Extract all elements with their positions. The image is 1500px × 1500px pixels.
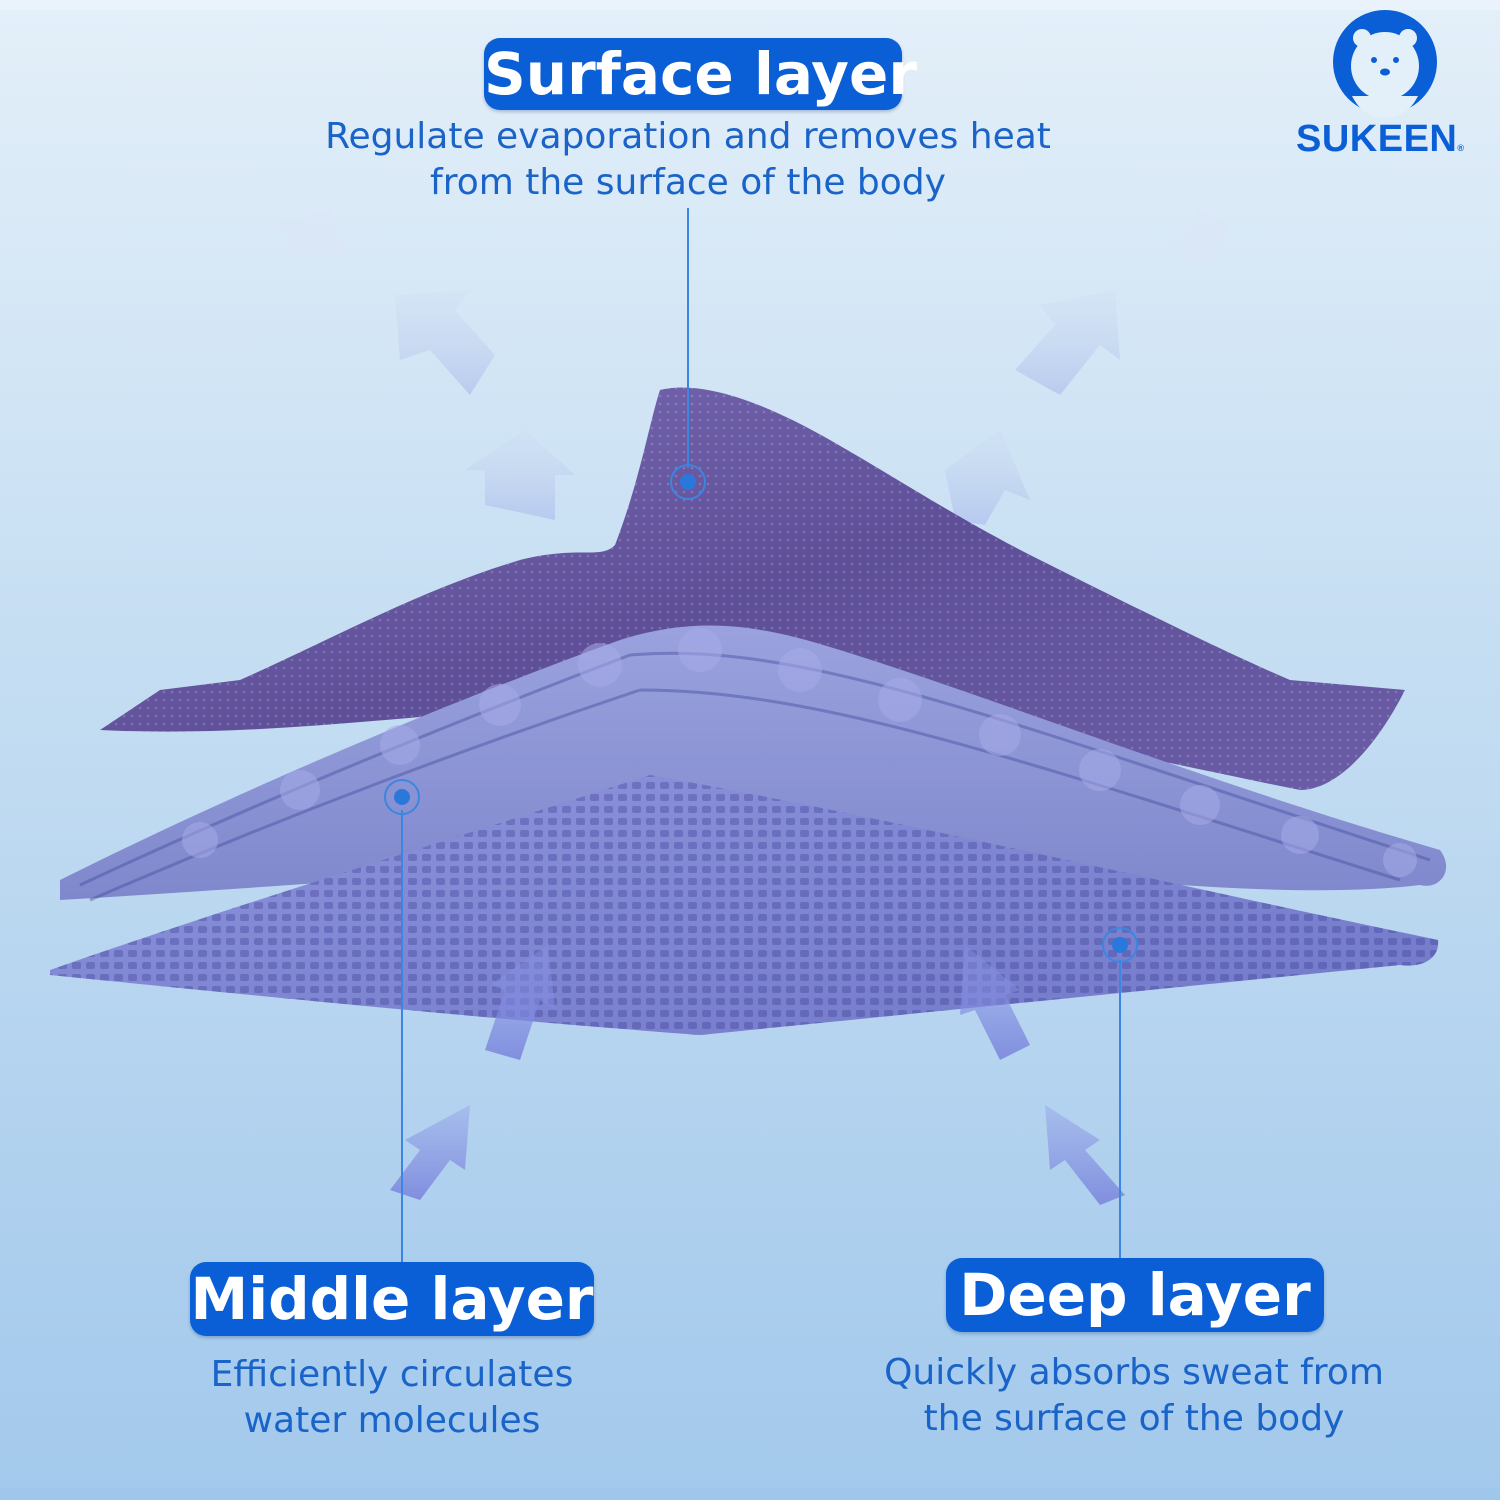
up-left-arrow-icon [270,210,350,255]
up-left-arrow-icon [395,290,495,395]
middle-description-line-1: Efficiently circulates [210,1354,574,1395]
up-arrow-icon [465,430,575,520]
surface-description-line-1: Regulate evaporation and removes heat [325,116,1051,157]
airflow-arrows [390,945,1125,1205]
evaporation-arrows [270,210,1230,525]
surface-description-line-2: from the surface of the body [430,162,946,203]
up-right-arrow-icon [1015,290,1120,395]
middle-description-line-2: water molecules [243,1400,541,1441]
registered-mark: ® [1457,143,1465,153]
surface-layer-fabric [100,387,1405,790]
middle-marker [384,779,420,815]
deep-description-line-1: Quickly absorbs sweat from [884,1352,1384,1393]
brand-name: SUKEEN [1296,118,1458,160]
up-right-arrow-icon [1170,210,1230,270]
deep-layer-fabric [50,775,1439,1035]
up-right-arrow-icon [945,430,1030,525]
surface-layer-description: Regulate evaporation and removes heat fr… [288,114,1088,206]
up-right-arrow-icon [390,1105,470,1200]
deep-layer-description: Quickly absorbs sweat from the surface o… [858,1350,1410,1442]
callout-pointers [401,208,1121,1262]
middle-layer-title-text: Middle layer [190,1265,594,1333]
surface-layer-title: Surface layer [484,38,917,110]
bear-logo-icon [1333,10,1437,118]
middle-layer-description: Efficiently circulates water molecules [150,1352,634,1444]
up-left-arrow-icon [1045,1105,1125,1205]
middle-layer-fabric [60,625,1447,902]
deep-layer-title: Deep layer [946,1258,1324,1332]
up-arrow-icon [960,945,1030,1060]
deep-layer-title-text: Deep layer [959,1261,1311,1329]
surface-layer-title-text: Surface layer [484,40,917,108]
deep-description-line-2: the surface of the body [923,1398,1345,1439]
surface-marker [670,464,706,500]
brand-wordmark: SUKEEN® [1296,118,1465,161]
up-arrow-icon [485,945,555,1060]
middle-layer-title: Middle layer [190,1262,594,1336]
deep-marker [1102,927,1138,963]
